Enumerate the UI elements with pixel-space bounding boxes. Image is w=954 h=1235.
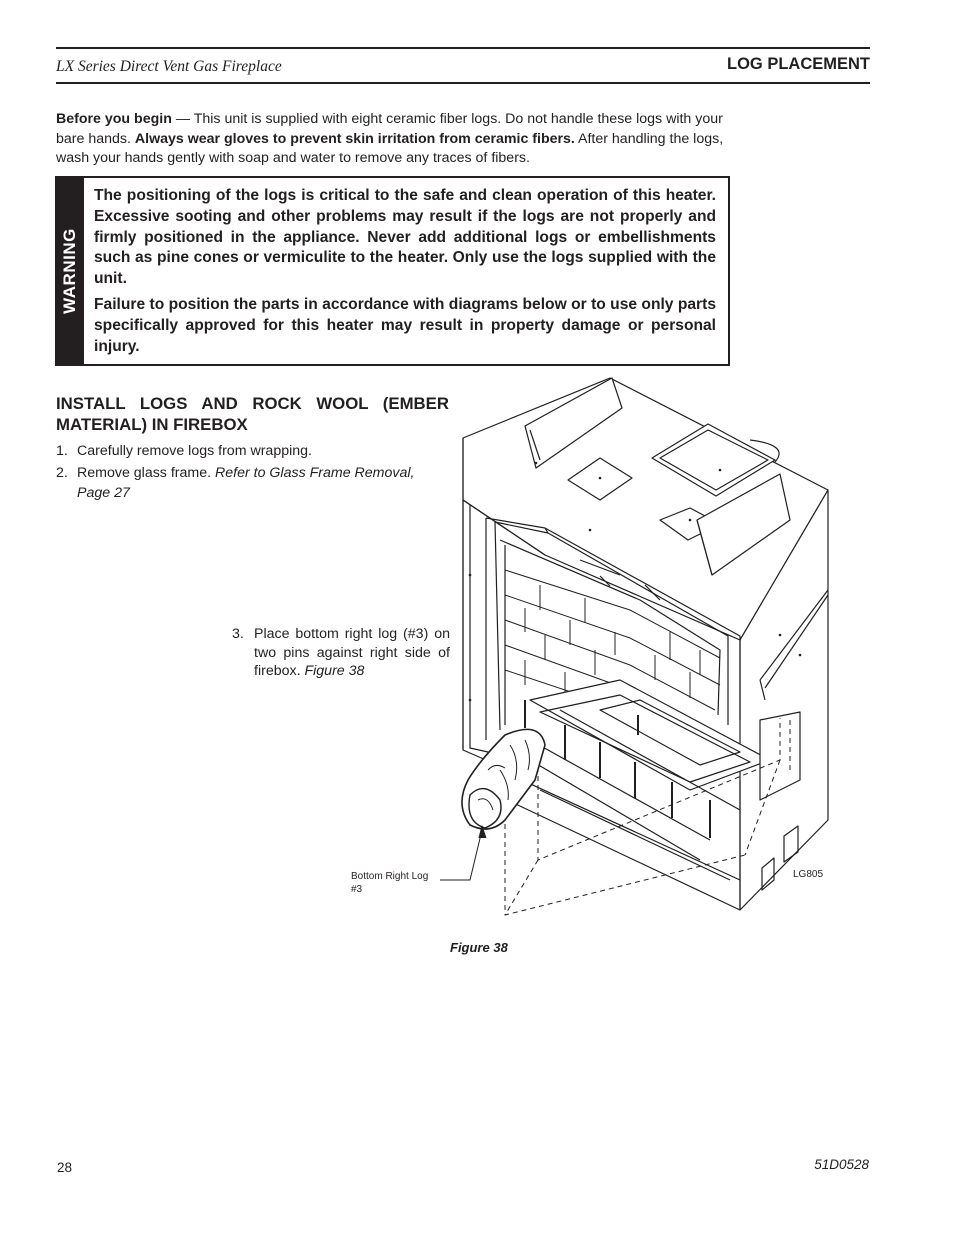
- page-number: 28: [57, 1160, 73, 1175]
- step-text: Place bottom right log (#3) on two pins …: [254, 626, 450, 680]
- step-number: 1.: [56, 443, 68, 459]
- warning-paragraph-2: Failure to position the parts in accorda…: [94, 295, 716, 355]
- intro-text-1: — This unit is supplied with eight ceram…: [56, 111, 723, 147]
- callout-line-1: Bottom Right Log: [351, 871, 429, 882]
- step-number: 2.: [56, 465, 68, 481]
- intro-bold-warning: Always wear gloves to prevent skin irrit…: [134, 130, 575, 147]
- step-reference: Refer to Glass Frame Removal, Page 27: [77, 465, 415, 501]
- header-series-title: LX Series Direct Vent Gas Fireplace: [56, 58, 282, 75]
- step-number: 3.: [232, 626, 244, 642]
- callout-line-2: #3: [351, 883, 363, 895]
- fireplace-log-placement-illustration: [440, 377, 829, 916]
- document-code: 51D0528: [814, 1157, 869, 1172]
- step-text: Remove glass frame.: [77, 465, 212, 481]
- warning-text: The positioning of the logs is critical …: [94, 186, 716, 357]
- step-1: 1. Carefully remove logs from wrapping.: [56, 441, 450, 461]
- warning-box: WARNING The positioning of the logs is c…: [55, 176, 730, 366]
- warning-label: WARNING: [60, 228, 79, 314]
- steps-list: 1. Carefully remove logs from wrapping. …: [56, 441, 450, 505]
- step-reference: Figure 38: [304, 663, 365, 680]
- step-text: Carefully remove logs from wrapping.: [77, 443, 312, 459]
- figure-caption: Figure 38: [450, 940, 508, 955]
- intro-lead: Before you begin: [56, 111, 172, 127]
- intro-paragraph: Before you begin — This unit is supplied…: [56, 110, 736, 169]
- step-2: 2. Remove glass frame. Refer to Glass Fr…: [56, 463, 450, 503]
- warning-strip: WARNING: [57, 178, 84, 364]
- header-section-title: LOG PLACEMENT: [727, 55, 870, 73]
- step-3: 3. Place bottom right log (#3) on two pi…: [232, 625, 450, 681]
- page-header: LX Series Direct Vent Gas Fireplace LOG …: [56, 47, 870, 84]
- intro-text-2: After handling the logs, wash your hands…: [56, 130, 724, 167]
- warning-paragraph-1: The positioning of the logs is critical …: [94, 187, 716, 288]
- figure-code: LG805: [793, 869, 824, 880]
- section-title: INSTALL LOGS AND ROCK WOOL (EMBER MATERI…: [56, 394, 449, 434]
- log-callout-label: Bottom Right Log #3: [351, 871, 428, 896]
